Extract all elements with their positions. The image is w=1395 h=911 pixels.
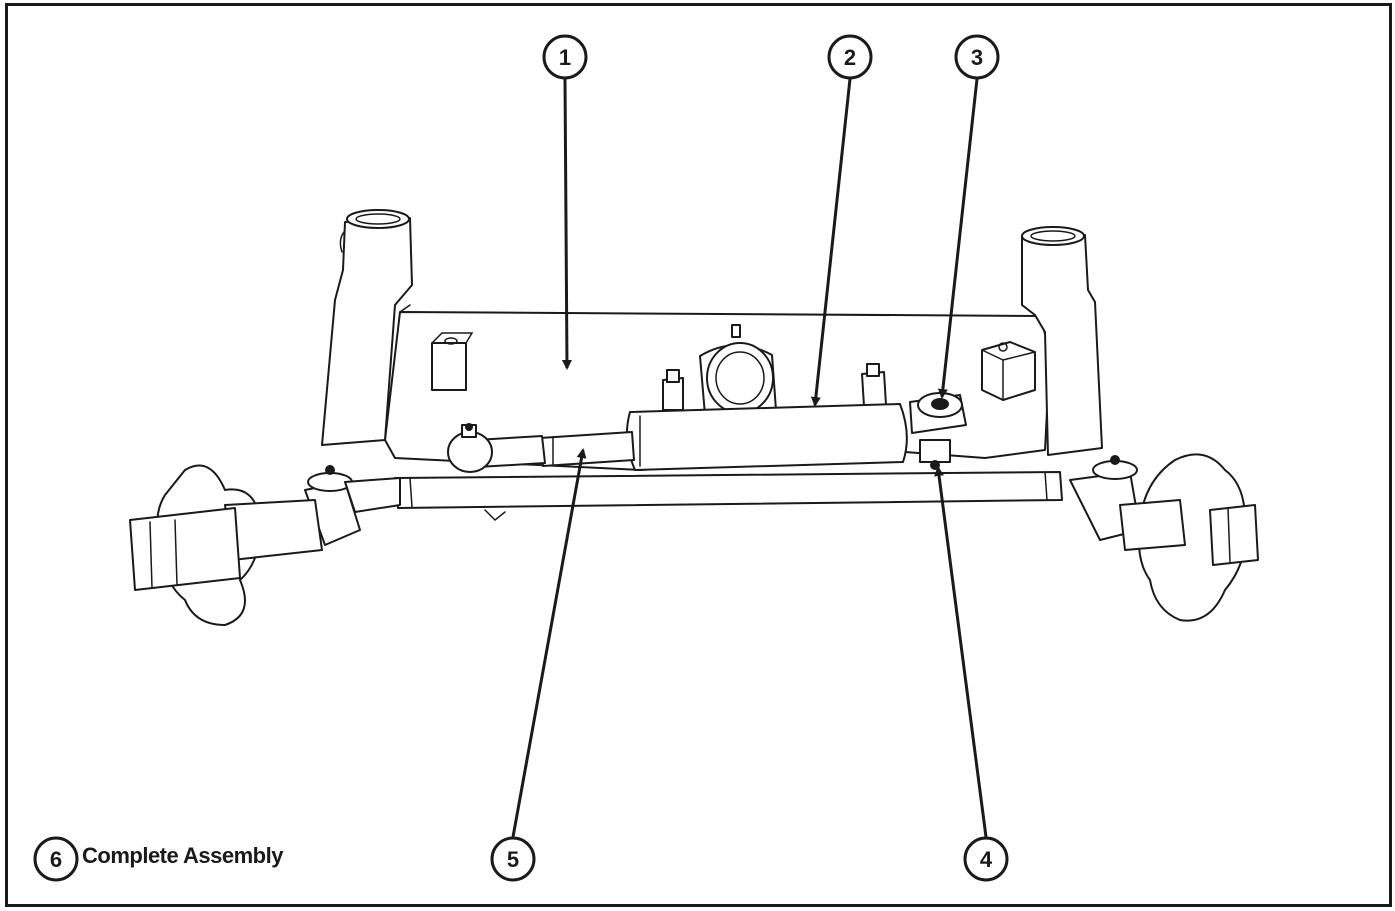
left-kingpin-tower [321,209,413,446]
left-tie-rod-end [304,465,401,546]
callout-2: 2 [827,34,873,80]
svg-text:4: 4 [980,847,993,872]
pivot-bolt [919,439,951,470]
callout-6: 6 [33,836,79,882]
leader-1 [561,78,572,370]
callout-4: 4 [963,836,1009,882]
center-pivot-boss [699,324,777,416]
svg-text:6: 6 [50,847,62,872]
rod-end-left [447,423,493,473]
left-wheel-hub [129,464,323,626]
svg-text:5: 5 [507,847,519,872]
svg-text:1: 1 [559,45,571,70]
leader-5 [511,448,587,838]
callout-5: 5 [490,836,536,882]
piston-rod [474,431,635,468]
svg-text:3: 3 [971,45,983,70]
callout-3: 3 [954,34,1000,80]
leader-4 [934,466,988,838]
cylinder-pivot-bracket [909,392,967,434]
right-kingpin-tower [1021,226,1103,456]
leader-2 [810,78,852,407]
left-stop-block [431,332,474,391]
callout-1: 1 [542,34,588,80]
tie-rod [394,471,1063,522]
steering-cylinder [625,363,908,471]
svg-text:2: 2 [844,45,856,70]
leader-3 [937,78,979,399]
right-stop-block [981,341,1036,401]
caption-complete-assembly: Complete Assembly [82,843,283,868]
right-wheel-hub [1119,453,1259,622]
